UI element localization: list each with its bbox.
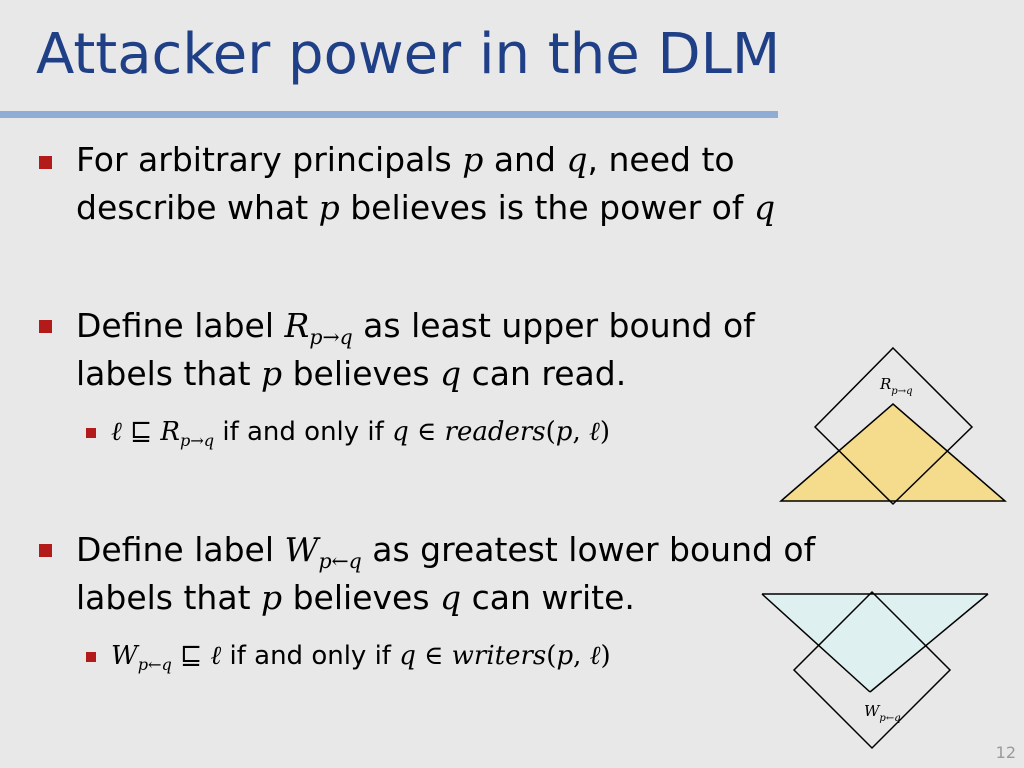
- text: Define label: [76, 530, 285, 569]
- text: believes: [282, 354, 441, 393]
- math-comma: ,: [572, 417, 589, 447]
- bullet-marker: [39, 156, 52, 169]
- math-subscript: p←q: [318, 549, 362, 574]
- math-paren: (: [545, 417, 556, 447]
- math-p: p: [556, 641, 574, 671]
- math-q: q: [392, 417, 409, 447]
- math-ell: ℓ: [111, 417, 122, 447]
- math-W: W: [111, 641, 138, 671]
- text: For arbitrary principals: [76, 140, 463, 179]
- writable-region: [762, 594, 988, 692]
- math-paren: (: [546, 641, 557, 671]
- text: believes: [282, 578, 441, 617]
- slide-title: Attacker power in the DLM: [36, 22, 781, 87]
- math-p: p: [462, 140, 484, 179]
- bullet-1-line-1: For arbitrary principals p and q, need t…: [76, 135, 735, 184]
- math-subscript: p←q: [137, 654, 172, 674]
- math-operator: ⊑: [171, 641, 211, 671]
- text: , need to: [587, 140, 735, 179]
- text: as least upper bound of: [352, 306, 755, 345]
- text: labels that: [76, 578, 261, 617]
- title-underline: [0, 111, 778, 118]
- math-operator: ∈: [408, 417, 445, 447]
- lattice-left-edge: [761, 593, 871, 693]
- text: can read.: [461, 354, 627, 393]
- math-function: writers: [451, 641, 547, 671]
- sub-bullet-marker: [86, 428, 96, 438]
- bullet-2-line-1: Define label Rp→q as least upper bound o…: [76, 301, 755, 355]
- math-paren: ): [600, 641, 611, 671]
- bullet-2-line-2: labels that p believes q can read.: [76, 349, 626, 398]
- math-q: q: [753, 188, 776, 227]
- math-operator: ⊑: [121, 417, 161, 447]
- text: if and only if: [214, 417, 393, 447]
- text: if and only if: [221, 641, 400, 671]
- math-subscript: p→q: [309, 325, 353, 350]
- math-q: q: [566, 140, 588, 179]
- bullet-3-line-2: labels that p believes q can write.: [76, 573, 635, 622]
- math-W: W: [864, 702, 881, 720]
- math-p: p: [261, 354, 283, 393]
- math-subscript: p←q: [879, 713, 900, 724]
- math-subscript: p→q: [179, 430, 215, 450]
- text: believes is the power of: [339, 188, 754, 227]
- slide-number: 12: [995, 743, 1016, 762]
- text: describe what: [76, 188, 319, 227]
- math-R: R: [160, 417, 180, 447]
- math-p: p: [261, 578, 283, 617]
- text: Define label: [76, 306, 285, 345]
- math-function: readers: [444, 417, 546, 447]
- read-label-diamond: [813, 346, 974, 506]
- readable-region: [778, 403, 1008, 502]
- text: as greatest lower bound of: [361, 530, 816, 569]
- read-label-text: Rp→q: [879, 375, 912, 397]
- bullet-marker: [39, 544, 52, 557]
- text: can write.: [461, 578, 635, 617]
- math-ell: ℓ: [589, 641, 601, 671]
- bullet-3-sub-1: Wp←q ⊑ ℓ if and only if q ∈ writers(p, ℓ…: [111, 639, 611, 676]
- math-p: p: [318, 188, 340, 227]
- text: labels that: [76, 354, 261, 393]
- math-ell: ℓ: [210, 641, 222, 671]
- math-q: q: [440, 354, 462, 393]
- math-paren: ): [599, 417, 610, 447]
- math-subscript: p→q: [891, 386, 912, 397]
- bullet-marker: [39, 320, 52, 333]
- math-R: R: [879, 375, 891, 393]
- bullet-1-line-2: describe what p believes is the power of…: [76, 183, 775, 232]
- math-W: W: [284, 530, 319, 569]
- math-q: q: [399, 641, 416, 671]
- write-label-diamond: [792, 590, 952, 750]
- lattice-right-edge: [869, 593, 989, 693]
- math-R: R: [284, 306, 310, 345]
- sub-bullet-marker: [86, 652, 96, 662]
- math-comma: ,: [573, 641, 590, 671]
- math-ell: ℓ: [588, 417, 600, 447]
- text: and: [483, 140, 567, 179]
- math-operator: ∈: [415, 641, 452, 671]
- bullet-3-line-1: Define label Wp←q as greatest lower boun…: [76, 525, 815, 579]
- math-p: p: [555, 417, 573, 447]
- bullet-2-sub-1: ℓ ⊑ Rp→q if and only if q ∈ readers(p, ℓ…: [111, 415, 610, 452]
- write-label-text: Wp←q: [864, 702, 901, 724]
- math-q: q: [440, 578, 462, 617]
